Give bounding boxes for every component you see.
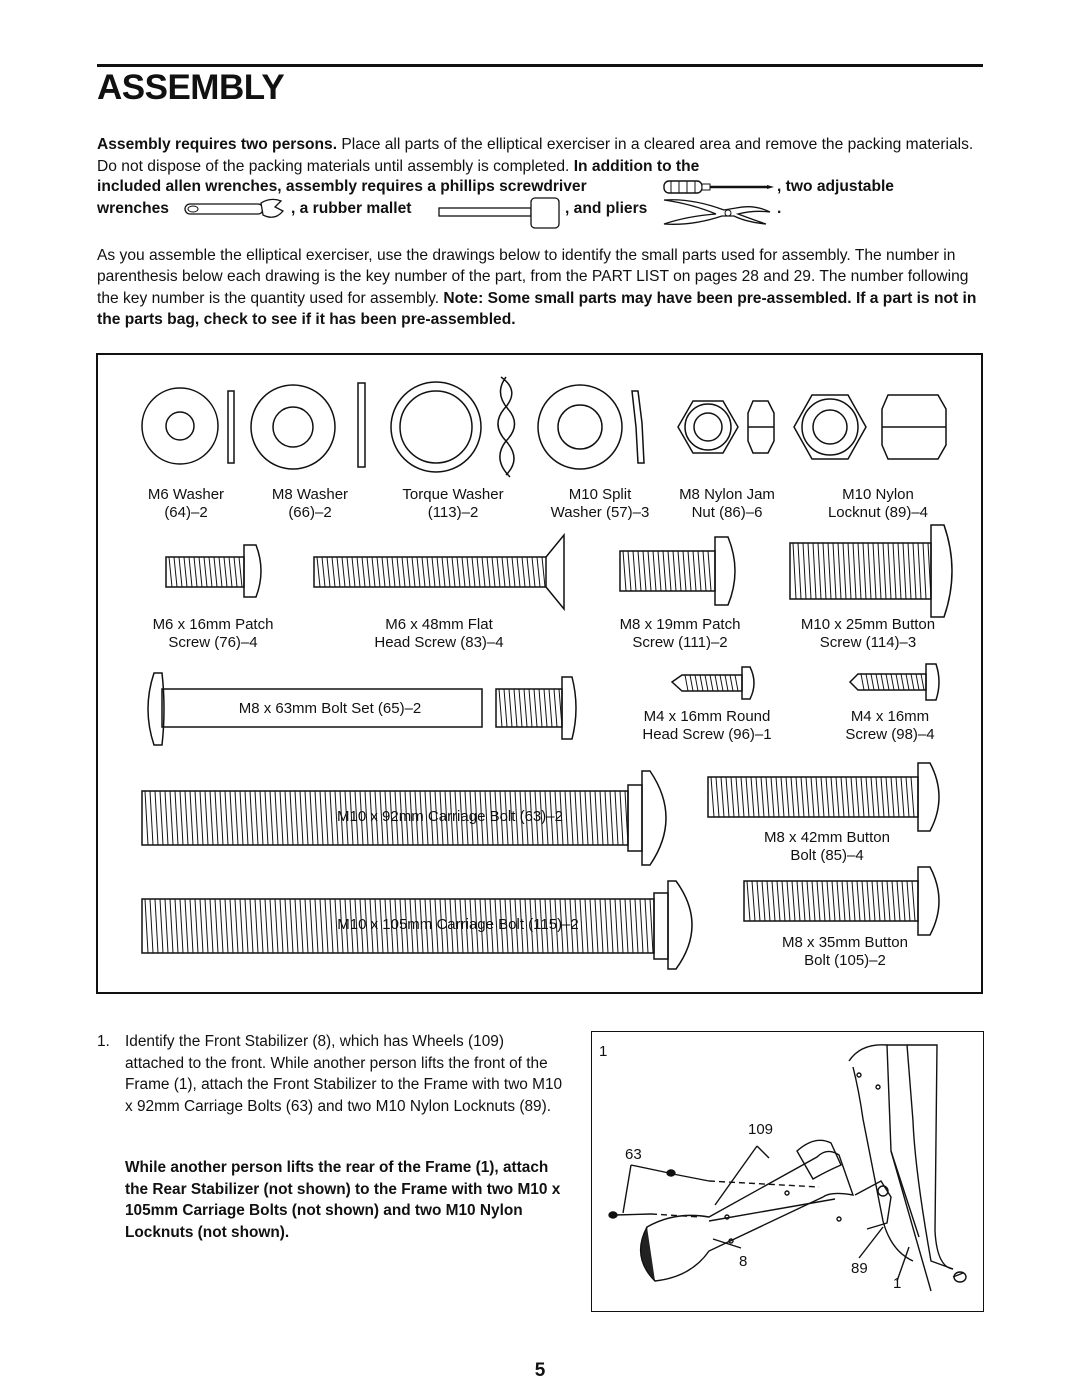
- label-m8-washer: M8 Washer(66)–2: [271, 486, 349, 521]
- m10-split-washer-drawing: [537, 384, 645, 470]
- wrench-icon: [184, 198, 285, 218]
- rubber-mallet-label: , a rubber mallet: [291, 200, 412, 217]
- m4x16-round-head-screw-drawing: [670, 666, 755, 700]
- intro-text: Place all parts of the elliptical exerci…: [97, 136, 974, 175]
- page-title: ASSEMBLY: [97, 68, 285, 107]
- m4x16-screw-drawing: [848, 663, 940, 701]
- wrenches-label: wrenches: [97, 200, 169, 217]
- step-1-bold-text: While another person lifts the rear of t…: [125, 1159, 561, 1241]
- step-1-illustration: [608, 1044, 967, 1292]
- pliers-icon: [663, 199, 771, 225]
- intro-paragraph: Assembly requires two persons. Place all…: [97, 134, 987, 177]
- label-m10x92-carriage-bolt: M10 x 92mm Carriage Bolt (63)–2: [337, 808, 563, 825]
- identify-paragraph: As you assemble the elliptical exerciser…: [97, 245, 987, 330]
- intro-bold-b: In addition to the: [573, 157, 700, 175]
- m8x63-bolt-set-drawing: [147, 672, 577, 746]
- period: .: [777, 200, 782, 217]
- torque-washer-drawing: [390, 376, 516, 478]
- m8x35-button-bolt-drawing: [743, 866, 940, 936]
- m8x19-patch-screw-drawing: [619, 536, 736, 606]
- step-number: 1.: [97, 1033, 110, 1050]
- identify-note: Note: Some small parts may have been pre…: [97, 289, 977, 328]
- label-m8x63-bolt-set: M8 x 63mm Bolt Set (65)–2: [238, 700, 422, 717]
- page-number: 5: [534, 1360, 546, 1381]
- m6-washer-drawing: [141, 387, 235, 465]
- m10-nylon-locknut-drawing: [793, 394, 947, 460]
- identify-text: As you assemble the elliptical exerciser…: [97, 247, 969, 307]
- tools-line1-end: , two adjustable: [777, 178, 894, 195]
- figure-label-stabilizer: 8: [739, 1253, 748, 1270]
- label-m10x105-carriage-bolt: M10 x 105mm Carriage Bolt (115)–2: [337, 916, 579, 933]
- m8-washer-drawing: [250, 382, 366, 470]
- figure-label-bolts: 63: [625, 1146, 642, 1163]
- parts-drawings: [141, 376, 953, 970]
- m6x16-patch-screw-drawing: [165, 544, 262, 598]
- m8-nylon-jam-nut-drawing: [677, 400, 775, 454]
- figure-label-locknuts: 89: [851, 1260, 868, 1277]
- figure-step-label: 1: [599, 1043, 608, 1060]
- mallet-icon: [438, 197, 560, 229]
- pliers-label: , and pliers: [565, 200, 648, 217]
- intro-bold-lead: Assembly requires two persons.: [97, 136, 338, 153]
- screwdriver-icon: [663, 180, 774, 194]
- label-torque-washer: Torque Washer(113)–2: [402, 486, 504, 521]
- parts-identification-chart: [96, 353, 983, 994]
- figure-label-frame: 1: [893, 1275, 902, 1292]
- figure-label-wheels: 109: [748, 1121, 774, 1138]
- m8x42-button-bolt-drawing: [707, 762, 940, 832]
- tools-line-1: included allen wrenches, assembly requir…: [97, 176, 587, 198]
- label-m6-washer: M6 Washer(64)–2: [147, 486, 225, 521]
- heading-rule: [97, 64, 983, 67]
- tools-line1-text: included allen wrenches, assembly requir…: [97, 178, 587, 195]
- step-1-figure: [591, 1031, 984, 1312]
- step-1-text: Identify the Front Stabilizer (8), which…: [125, 1033, 563, 1115]
